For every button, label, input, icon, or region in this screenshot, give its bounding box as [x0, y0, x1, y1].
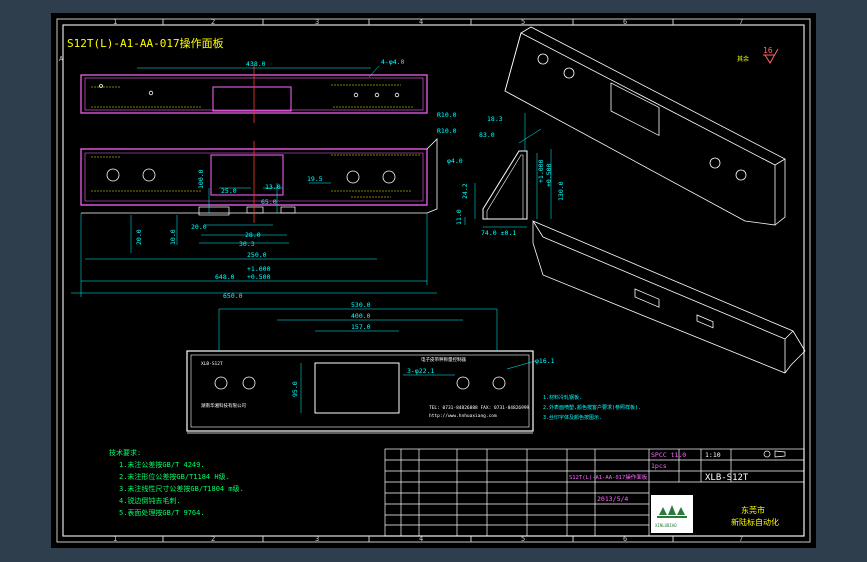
dim-130: 130.0 [557, 181, 565, 201]
roughness-note: 其余 [737, 55, 749, 63]
dim-650: 650.0 [223, 292, 243, 300]
panel-web: http://www.hnhuaxiang.com [429, 413, 497, 419]
tech-note-3: 3.未注线性尺寸公差按GB/T1804 m级. [119, 484, 244, 493]
front-view: 100.0 25.0 19.5 13.0 65.0 20.0 28.0 30.3… [71, 138, 438, 300]
dim-r10-b: R10.0 [437, 127, 457, 135]
tech-note-1: 1.未注公差按GB/T 4249. [119, 460, 205, 469]
tb-material: SPCC t1.0 [651, 451, 686, 459]
panel-title-cn: 电子皮带秤称量控制器 [421, 356, 466, 363]
dim-phi4: φ4.0 [447, 157, 463, 165]
side-note-3: 3.丝印字体及颜色按图示. [543, 414, 602, 421]
side-notes: 1.材料冷轧钢板. 2.外表面喷塑,颜色按客户要求(参照样板). 3.丝印字体及… [543, 394, 641, 421]
dim-phi16-1: φ16.1 [535, 357, 555, 365]
panel-brand: XLB-S12T [201, 361, 223, 367]
dim-tol-1: +1.000 [247, 265, 271, 273]
projection-symbol [763, 450, 786, 458]
drawing-title: S12T(L)-A1-AA-017操作面板 [67, 36, 224, 50]
dim-tol-2: +0.500 [247, 273, 271, 281]
dim-65: 65.0 [261, 198, 277, 206]
dim-r10: R10.0 [437, 111, 457, 119]
zone-bottom-2: 2 [211, 535, 215, 543]
inner-frame [62, 24, 805, 537]
dim-holes-3: 3-φ22.1 [407, 367, 434, 375]
zone-top-2: 2 [211, 18, 215, 26]
panel-face-view: 530.0 400.0 157.0 95.0 3-φ22.1 φ16.1 XLB… [186, 301, 555, 434]
dim-20-v: 20.0 [135, 229, 143, 245]
top-view: 438.0 4-φ4.0 [80, 58, 428, 123]
drawing-sheet: 1 2 3 4 5 6 7 1 2 3 4 5 6 7 A S12T(L)-A1… [51, 13, 816, 548]
zone-bottom-3: 3 [315, 535, 319, 543]
dim-530: 530.0 [351, 301, 371, 309]
zone-bottom-6: 6 [623, 535, 627, 543]
tb-part-name: S12T(L)-A1-AA-017操作面板 [569, 473, 648, 481]
tech-note-5: 5.表面处理按GB/T 9764. [119, 508, 205, 517]
dim-24-2: 24.2 [461, 183, 469, 199]
side-note-2: 2.外表面喷塑,颜色按客户要求(参照样板). [543, 404, 641, 411]
dim-95: 95.0 [291, 381, 299, 397]
zone-top-1: 1 [113, 18, 117, 26]
tb-company: 东莞市 [741, 505, 765, 515]
tb-company-2: 新陆标自动化 [731, 517, 779, 527]
cad-drawing: 1 2 3 4 5 6 7 1 2 3 4 5 6 7 A S12T(L)-A1… [56, 18, 811, 543]
tech-note-4: 4.锐边倒钝去毛刺. [119, 496, 181, 505]
zone-bottom-5: 5 [521, 535, 525, 543]
dim-plus05: +0.500 [545, 163, 553, 187]
iso-view-2 [532, 220, 806, 374]
dim-100: 100.0 [197, 169, 205, 189]
dim-157: 157.0 [351, 323, 371, 331]
title-block [384, 448, 805, 537]
dim-13: 13.0 [265, 183, 281, 191]
logo-mark [657, 505, 687, 518]
zone-letter: A [59, 55, 64, 63]
zone-top-3: 3 [315, 18, 319, 26]
tb-date: 2013/5/4 [597, 495, 628, 503]
zone-bottom-7: 7 [739, 535, 743, 543]
roughness-symbol [763, 48, 779, 64]
zone-bottom-1: 1 [113, 535, 117, 543]
dim-holes-4: 4-φ4.0 [381, 58, 405, 66]
dim-438: 438.0 [246, 60, 266, 68]
dim-648: 648.0 [215, 273, 235, 281]
dim-19-5: 19.5 [307, 175, 323, 183]
tb-qty: 1pcs [651, 462, 667, 470]
dim-74: 74.0 ±0.1 [481, 229, 516, 237]
zone-top-7: 7 [739, 18, 743, 26]
outer-frame [56, 18, 811, 543]
logo-text: XINLUBIAO [655, 523, 677, 528]
dim-plus1: +1.000 [537, 159, 545, 183]
dim-10-v: 10.0 [169, 229, 177, 245]
panel-company: 湖南华湘科技有限公司 [201, 402, 246, 409]
zone-top-6: 6 [623, 18, 627, 26]
roughness-value: 16 [763, 46, 773, 55]
dim-30-3: 30.3 [239, 240, 255, 248]
dim-18-3: 18.3 [487, 115, 503, 123]
side-note-1: 1.材料冷轧钢板. [543, 394, 582, 401]
dim-20: 20.0 [191, 223, 207, 231]
dim-25: 25.0 [221, 187, 237, 195]
iso-view-1 [504, 26, 786, 226]
tech-notes: 技术要求: 1.未注公差按GB/T 4249. 2.未注形位公差按GB/T118… [109, 448, 244, 517]
tech-note-2: 2.未注形位公差按GB/T1184 H级. [119, 472, 230, 481]
tb-scale: 1:10 [705, 451, 721, 459]
dim-250: 250.0 [247, 251, 267, 259]
tb-drawing-no: XLB-S12T [705, 473, 749, 483]
zone-bottom-4: 4 [419, 535, 423, 543]
panel-tel: TEL: 0731-84826888 FAX: 0731-84826999 [429, 405, 530, 411]
dim-83: 83.0 [479, 131, 495, 139]
zone-top-4: 4 [419, 18, 423, 26]
dim-28: 28.0 [245, 231, 261, 239]
zone-top-5: 5 [521, 18, 525, 26]
tech-notes-heading: 技术要求: [109, 448, 141, 457]
side-view: R10.0 R10.0 18.3 83.0 φ4.0 +1.000 +0.500… [437, 111, 565, 237]
dim-400: 400.0 [351, 312, 371, 320]
dim-11: 11.0 [455, 209, 463, 225]
